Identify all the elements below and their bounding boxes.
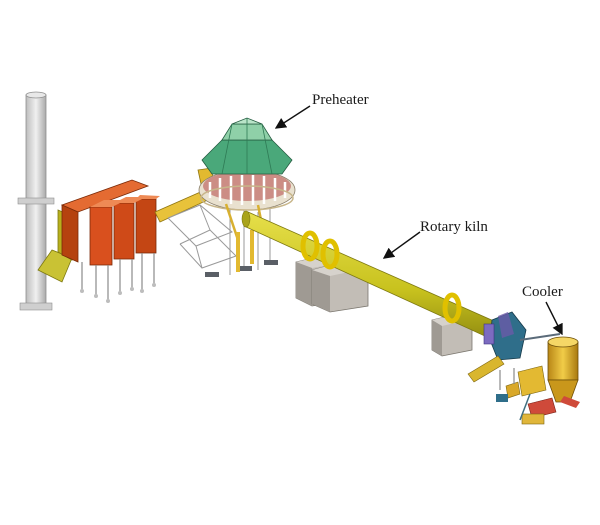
kiln-tire: [442, 292, 462, 324]
clinker-conveyor: [467, 355, 505, 383]
leader-arrow-preheater: [274, 105, 311, 129]
cooler-label: Cooler: [522, 284, 563, 300]
chimney-stack: [17, 91, 55, 311]
preheater-tower: [198, 117, 296, 272]
leader-arrow-cooler: [545, 301, 563, 336]
rotary-kiln-label: Rotary kiln: [420, 219, 488, 235]
cooler: [547, 336, 580, 408]
kiln-hood: [483, 311, 561, 361]
cooler-machinery: [496, 365, 557, 425]
bag-filter: [60, 179, 160, 303]
kiln-tire: [320, 238, 340, 270]
leader-arrow-rotary-kiln: [382, 231, 421, 259]
preheater-label: Preheater: [312, 92, 369, 108]
preheater-feet: [205, 260, 278, 277]
kiln-tire: [300, 230, 320, 262]
